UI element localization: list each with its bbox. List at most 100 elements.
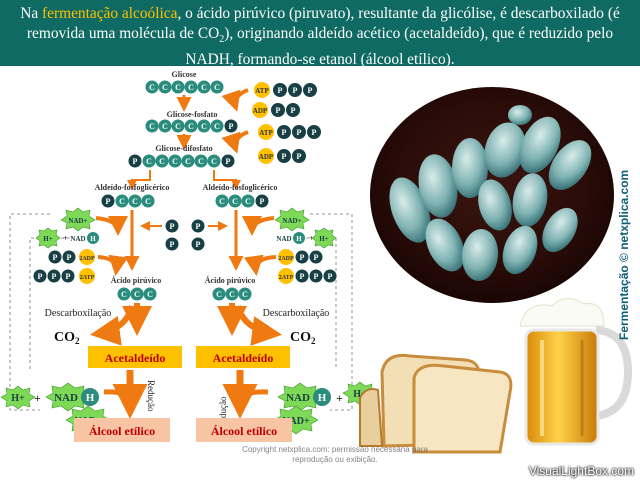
watermark: VisualLightBox.com bbox=[528, 464, 634, 478]
svg-text:2ADP: 2ADP bbox=[79, 256, 95, 262]
svg-text:+: + bbox=[309, 234, 314, 243]
right-dashed-loop bbox=[310, 213, 353, 411]
svg-text:C: C bbox=[211, 157, 217, 166]
svg-text:C: C bbox=[188, 122, 194, 131]
label-glicose-fosfato: Glicose-fosfato bbox=[167, 110, 218, 119]
svg-text:P: P bbox=[293, 86, 298, 95]
svg-text:C: C bbox=[146, 157, 152, 166]
alcool-box-right bbox=[196, 418, 292, 442]
right-nadh-small: NAD H bbox=[276, 232, 305, 244]
aldeido-right-chain: C C C P bbox=[215, 194, 269, 208]
svg-text:P: P bbox=[196, 222, 201, 231]
svg-text:C: C bbox=[216, 290, 222, 299]
piruvico-right-chain: C C C bbox=[212, 287, 252, 301]
svg-text:P: P bbox=[314, 272, 319, 281]
svg-text:P: P bbox=[53, 253, 58, 262]
co2-right-label: CO2 bbox=[290, 330, 316, 346]
label-descarboxilacao-right: Descarboxilação bbox=[263, 308, 330, 319]
svg-text:H+: H+ bbox=[319, 235, 328, 243]
label-reducao-right: Redução bbox=[218, 396, 228, 428]
svg-text:H: H bbox=[90, 235, 96, 243]
svg-text:NAD: NAD bbox=[276, 235, 291, 243]
svg-text:P: P bbox=[276, 106, 281, 115]
aldeido-left-chain: P C C C bbox=[101, 194, 155, 208]
svg-text:P: P bbox=[278, 86, 283, 95]
acetaldeido-box-right bbox=[196, 346, 290, 368]
svg-text:C: C bbox=[149, 122, 155, 131]
co2-left-label: CO2 bbox=[54, 330, 80, 346]
middle-phosphates: P P P P bbox=[140, 219, 228, 251]
atp-curve-2 bbox=[221, 130, 249, 154]
label-piruvico-right: Ácido pirúvico bbox=[205, 275, 255, 285]
fermentation-diagram: Glicose C C C C C C ATP P P P ADP P P Gl… bbox=[0, 70, 633, 454]
right-2adp: 2ADP P P bbox=[278, 249, 323, 265]
svg-text:P: P bbox=[170, 240, 175, 249]
label-aldeido-right: Aldeído-fosfoglicérico bbox=[203, 183, 278, 192]
svg-text:C: C bbox=[162, 122, 168, 131]
svg-text:C: C bbox=[232, 197, 238, 206]
left-nadh-large: NAD H bbox=[45, 382, 99, 412]
label-glicose: Glicose bbox=[172, 70, 197, 79]
label-descarboxilacao-left: Descarboxilação bbox=[45, 308, 112, 319]
glicose-difosfato-chain: P C C C C C C P bbox=[128, 154, 235, 168]
arrow-co2-right bbox=[235, 305, 282, 346]
svg-text:NAD+: NAD+ bbox=[282, 416, 310, 427]
right-h-plus-small: H+ bbox=[311, 227, 337, 249]
left-nadh-small: NAD H bbox=[70, 232, 99, 244]
svg-text:H+: H+ bbox=[353, 389, 367, 400]
adp-1: ADP P P bbox=[252, 102, 300, 118]
svg-text:P: P bbox=[196, 240, 201, 249]
svg-text:NAD+: NAD+ bbox=[282, 217, 301, 225]
svg-text:ATP: ATP bbox=[255, 87, 269, 95]
right-2atp: 2ATP P P P bbox=[278, 268, 337, 284]
left-h-plus-small: H+ bbox=[35, 227, 61, 249]
svg-text:NAD: NAD bbox=[54, 392, 78, 404]
svg-text:+: + bbox=[34, 391, 41, 405]
alcool-label-left: Álcool etílico bbox=[89, 424, 155, 438]
svg-text:P: P bbox=[314, 253, 319, 262]
svg-text:CO2: CO2 bbox=[290, 330, 316, 346]
svg-text:C: C bbox=[162, 83, 168, 92]
svg-text:2ADP: 2ADP bbox=[278, 256, 294, 262]
svg-text:C: C bbox=[219, 197, 225, 206]
svg-text:P: P bbox=[328, 272, 333, 281]
header-caption: Na fermentação alcoólica, o ácido pirúvi… bbox=[0, 0, 640, 69]
label-aldeido-left: Aldeído-fosfoglicérico bbox=[95, 183, 170, 192]
label-glicose-difosfato: Glicose-difosfato bbox=[155, 144, 212, 153]
acetaldeido-label-right: Acetaldeído bbox=[213, 351, 274, 365]
svg-text:P: P bbox=[300, 253, 305, 262]
svg-text:C: C bbox=[149, 83, 155, 92]
svg-text:H: H bbox=[86, 392, 95, 404]
svg-text:C: C bbox=[214, 122, 220, 131]
svg-text:C: C bbox=[188, 83, 194, 92]
svg-text:P: P bbox=[170, 222, 175, 231]
svg-text:P: P bbox=[106, 197, 111, 206]
svg-text:P: P bbox=[282, 152, 287, 161]
svg-text:P: P bbox=[229, 122, 234, 131]
svg-text:NAD: NAD bbox=[70, 235, 85, 243]
svg-text:C: C bbox=[175, 83, 181, 92]
svg-text:C: C bbox=[229, 290, 235, 299]
svg-text:CO2: CO2 bbox=[54, 330, 80, 346]
svg-text:C: C bbox=[198, 157, 204, 166]
atp-1: ATP P P P bbox=[254, 82, 317, 98]
svg-text:C: C bbox=[145, 197, 151, 206]
svg-text:H: H bbox=[318, 392, 327, 404]
svg-text:C: C bbox=[132, 197, 138, 206]
svg-text:C: C bbox=[245, 197, 251, 206]
alcool-label-right: Álcool etílico bbox=[211, 424, 277, 438]
beer-mug-image bbox=[519, 298, 633, 446]
svg-text:P: P bbox=[133, 157, 138, 166]
header-text: Na fermentação alcoólica, o ácido pirúvi… bbox=[20, 5, 620, 69]
svg-text:P: P bbox=[260, 197, 265, 206]
yeast-micrograph-image bbox=[370, 87, 614, 303]
left-nad-plus-top: NAD+ bbox=[60, 207, 96, 232]
highlight-term: fermentação alcoólica bbox=[42, 5, 178, 22]
left-dashed-loop bbox=[9, 213, 50, 411]
alcool-box-left bbox=[74, 418, 170, 442]
label-reducao-left: Redução bbox=[146, 380, 156, 412]
svg-text:C: C bbox=[119, 197, 125, 206]
svg-text:+: + bbox=[63, 234, 68, 243]
svg-text:C: C bbox=[159, 157, 165, 166]
right-nadh-large: NAD H bbox=[277, 382, 331, 412]
